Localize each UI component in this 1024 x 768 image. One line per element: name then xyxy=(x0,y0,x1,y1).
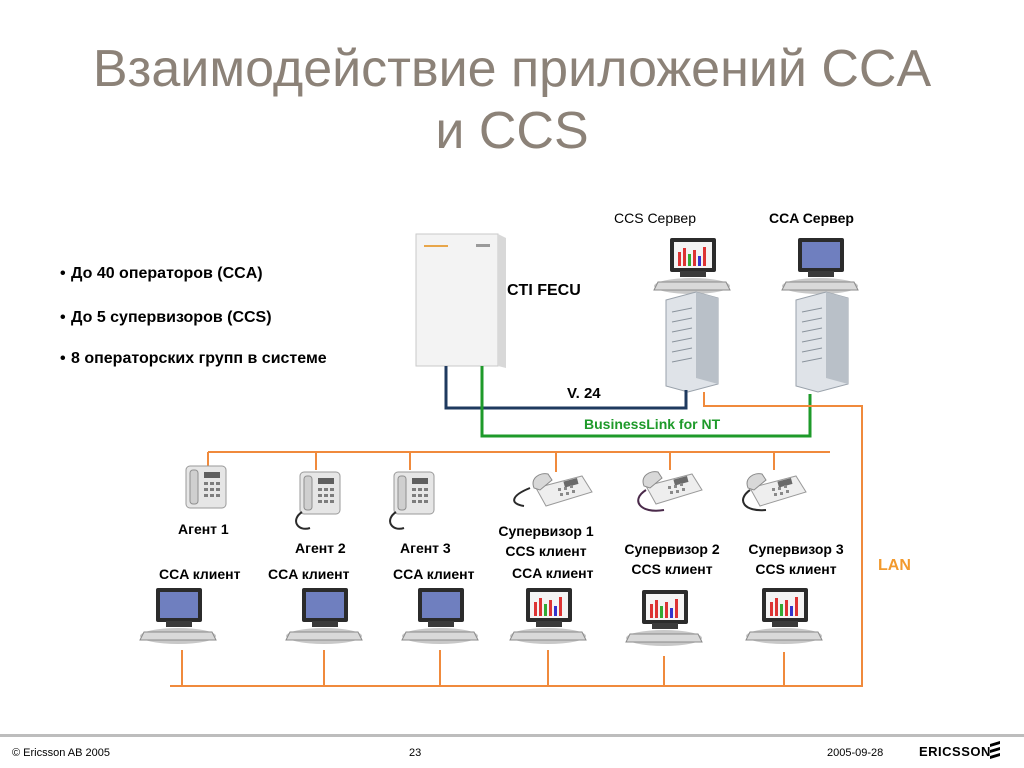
slide-title-line-2: и CCS xyxy=(435,102,589,160)
bullet-item: •8 операторских групп в системе xyxy=(60,350,327,367)
cca-client-monitor-4 xyxy=(509,587,587,645)
ccs-server-label: CCS Сервер xyxy=(614,210,696,226)
agent-2-phone xyxy=(295,471,341,530)
agent-1-phone xyxy=(185,465,227,509)
agent-1-label: Агент 1 xyxy=(178,521,229,537)
v24-label: V. 24 xyxy=(567,385,601,402)
cca-server-monitor xyxy=(781,237,859,295)
cti-fecu-cabinet xyxy=(415,233,506,368)
slide-title-line-1: Взаимодействие приложений CCA xyxy=(92,40,932,98)
businesslink-line xyxy=(480,366,812,438)
supervisor-3-phone xyxy=(742,473,807,512)
cca-client-monitor-3 xyxy=(401,587,479,645)
lan-label: LAN xyxy=(878,557,911,574)
ccs-server-tower xyxy=(665,291,719,393)
bullet-item: •До 40 операторов (CCA) xyxy=(60,265,263,282)
supervisor-1-label: Супервизор 1 CCS клиент xyxy=(498,523,594,559)
footer-divider xyxy=(0,734,1024,737)
slide-title: Взаимодействие приложений CCA и CCS xyxy=(0,38,1024,162)
cca-server-label: CCA Сервер xyxy=(769,210,854,226)
cca-client-label-1: CCA клиент xyxy=(159,566,241,582)
ccs-client-monitor-2 xyxy=(625,589,703,647)
cti-fecu-label: CTI FECU xyxy=(507,282,581,299)
cca-client-monitor-1 xyxy=(139,587,217,645)
ccs-client-monitor-3 xyxy=(745,587,823,645)
supervisor-1-phone xyxy=(513,473,593,507)
lan-lines xyxy=(170,392,863,687)
cca-client-label-2: CCA клиент xyxy=(268,566,350,582)
agent-2-label: Агент 2 xyxy=(295,540,346,556)
supervisor-2-phone xyxy=(637,471,703,512)
ericsson-logo: ERICSSON xyxy=(919,744,991,759)
ccs-server-monitor xyxy=(653,237,731,295)
supervisor-3-label: Супервизор 3 CCS клиент xyxy=(748,541,844,577)
cca-server-tower xyxy=(795,291,849,393)
footer-date: 2005-09-28 xyxy=(827,747,884,759)
ericsson-logo-icon xyxy=(990,741,1000,759)
businesslink-label: BusinessLink for NT xyxy=(584,416,721,432)
supervisor-2-label: Супервизор 2 CCS клиент xyxy=(624,541,720,577)
cca-client-label-3: CCA клиент xyxy=(393,566,475,582)
cca-client-monitor-2 xyxy=(285,587,363,645)
footer-page-number: 23 xyxy=(409,747,422,759)
agent-3-label: Агент 3 xyxy=(400,540,451,556)
bullet-item: •До 5 супервизоров (CCS) xyxy=(60,309,272,326)
cca-client-label-4: CCA клиент xyxy=(512,565,594,581)
footer-copyright: © Ericsson AB 2005 xyxy=(12,747,110,759)
agent-3-phone xyxy=(389,471,435,530)
v24-line xyxy=(444,366,688,410)
